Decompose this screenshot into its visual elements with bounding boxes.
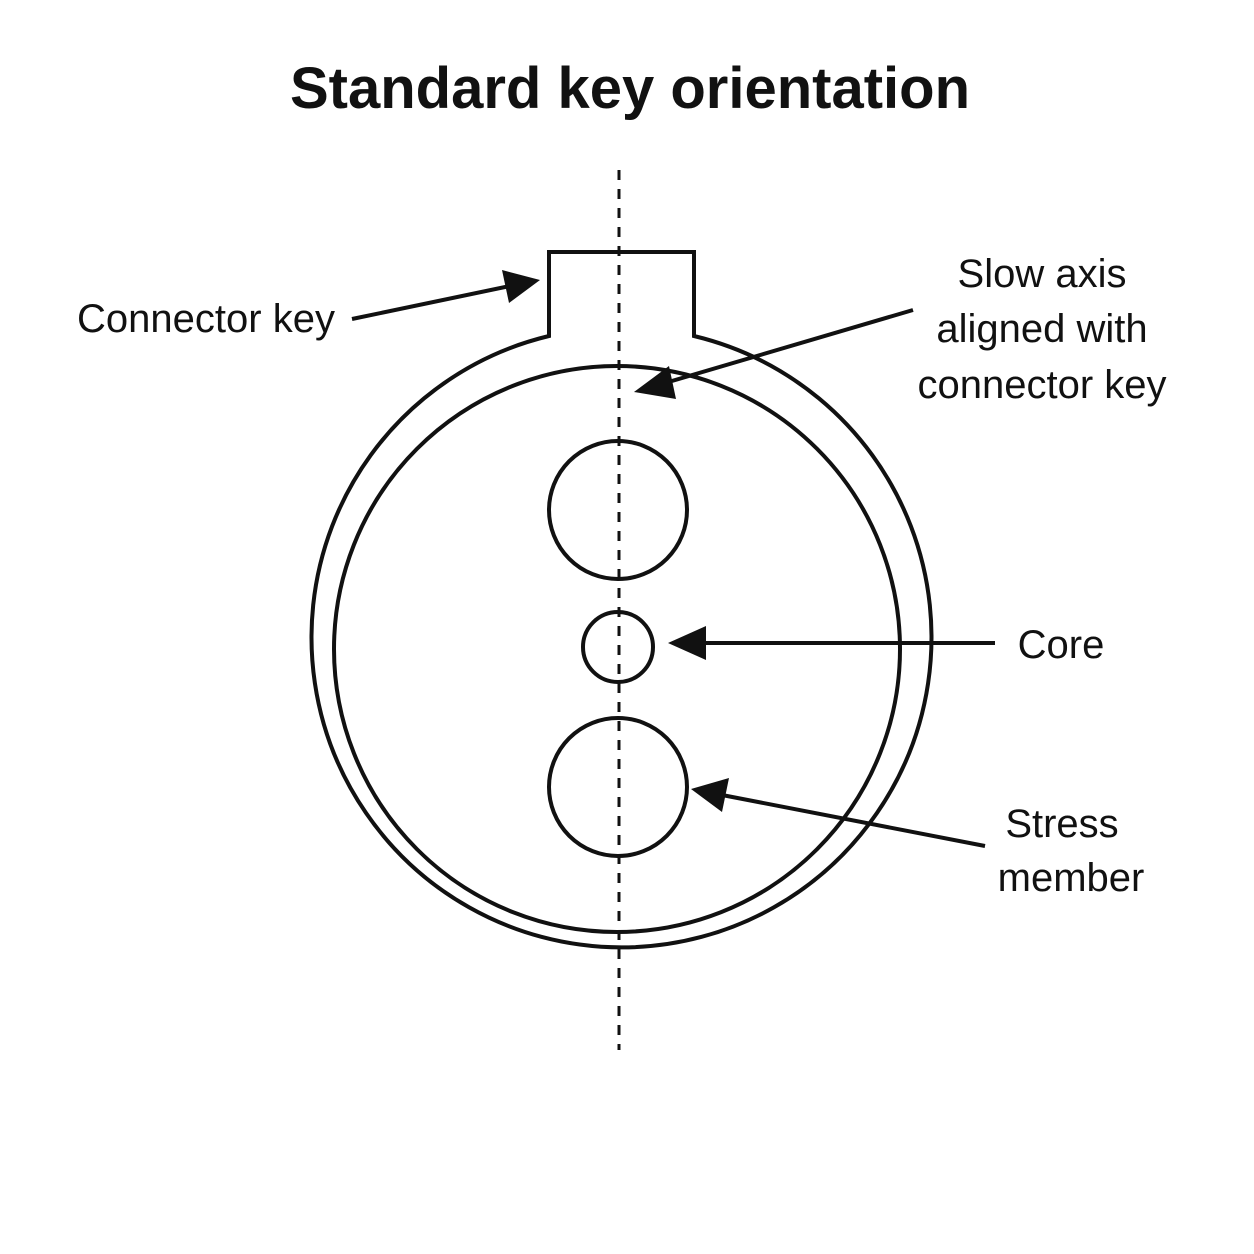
inner-cladding-circle <box>332 364 902 934</box>
outer-ferrule-ring <box>309 250 934 950</box>
slow-axis-label-line-3: connector key <box>917 363 1166 407</box>
connector-key-arrow <box>351 270 540 321</box>
stress-member-label: Stress member <box>998 802 1145 900</box>
slow-axis-arrow <box>634 308 914 399</box>
slow-axis-label: Slow axis aligned with connector key <box>917 252 1166 407</box>
stress-member-arrow <box>691 778 986 848</box>
core-arrow <box>668 626 995 660</box>
slow-axis-label-line-1: Slow axis <box>958 252 1127 296</box>
stress-member-label-line-2: member <box>998 856 1145 900</box>
diagram-title: Standard key orientation <box>290 56 970 121</box>
stress-member-label-line-1: Stress <box>1005 802 1118 846</box>
connector-key-label: Connector key <box>77 297 335 341</box>
slow-axis-label-line-2: aligned with <box>936 307 1147 351</box>
core-label: Core <box>1018 623 1105 667</box>
